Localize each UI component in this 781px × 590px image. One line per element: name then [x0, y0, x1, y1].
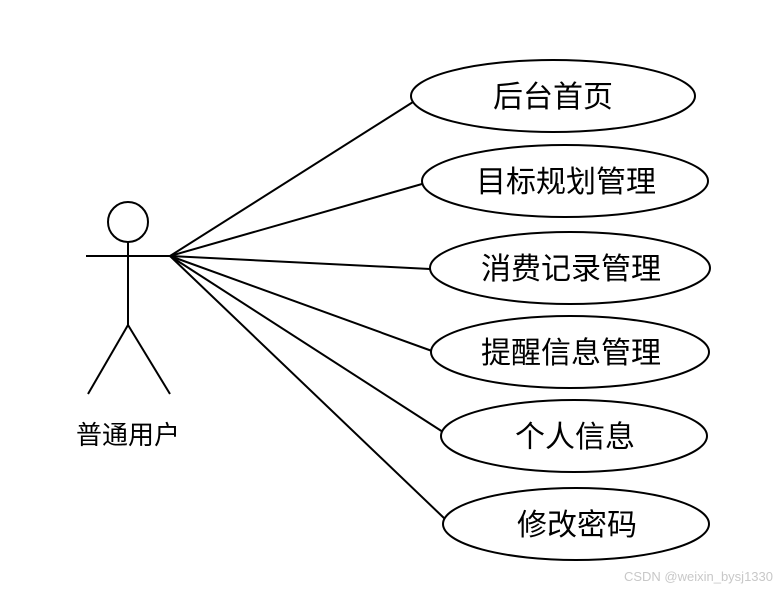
association-line-home [169, 101, 414, 257]
association-line-personal-info [169, 255, 444, 433]
use-case-change-password: 修改密码 [442, 487, 710, 561]
use-case-ellipse [440, 399, 708, 473]
association-line-expense-records [169, 255, 431, 270]
association-line-goal-planning [169, 183, 423, 257]
actor-right-leg [127, 324, 171, 395]
use-case-label: 后台首页 [493, 80, 613, 115]
use-case-label: 个人信息 [515, 420, 635, 455]
associations [169, 101, 446, 520]
actor-left-leg [87, 324, 129, 395]
use-case-expense-records: 消费记录管理 [429, 231, 711, 305]
use-case-label: 消费记录管理 [481, 252, 661, 287]
use-case-ellipse [429, 231, 711, 305]
actor-head [107, 201, 149, 243]
use-case-label: 修改密码 [517, 508, 637, 543]
use-case-label: 提醒信息管理 [481, 336, 661, 371]
use-case-home: 后台首页 [410, 59, 696, 133]
use-case-label: 目标规划管理 [476, 165, 656, 200]
use-case-ellipse [410, 59, 696, 133]
use-case-personal-info: 个人信息 [440, 399, 708, 473]
watermark: CSDN @weixin_bysj1330 [623, 569, 773, 584]
association-line-change-password [169, 255, 446, 520]
association-line-reminders [169, 255, 433, 352]
use-case-ellipse [442, 487, 710, 561]
actor-label: 普通用户 [76, 421, 180, 451]
use-case-reminders: 提醒信息管理 [430, 315, 710, 389]
use-case-ellipse [430, 315, 710, 389]
use-case-goal-planning: 目标规划管理 [421, 144, 709, 218]
use-case-ellipse [421, 144, 709, 218]
actor-figure: 普通用户 [76, 201, 180, 451]
